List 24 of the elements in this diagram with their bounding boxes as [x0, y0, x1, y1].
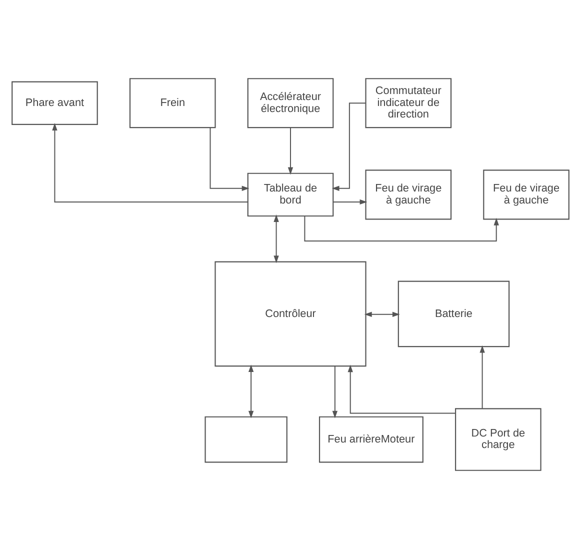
- node-box: Feu arrièreMoteur: [318, 416, 424, 462]
- arrow: [304, 215, 499, 241]
- arrow: [332, 198, 368, 204]
- arrow: [210, 126, 250, 190]
- node-box: Tableau de bord: [247, 172, 334, 216]
- node-box: DC Port de charge: [455, 408, 542, 470]
- node-box: Phare avant: [12, 80, 98, 124]
- node-box: Feu de virage à gauche: [483, 169, 570, 220]
- node-box: Contrôleur: [214, 260, 366, 366]
- node-box: [204, 416, 288, 462]
- arrow: [348, 364, 456, 414]
- node-box: Frein: [129, 78, 216, 128]
- arrow: [480, 344, 485, 408]
- arrow: [52, 122, 248, 202]
- arrow: [332, 102, 366, 190]
- arrow: [364, 311, 400, 316]
- arrow: [288, 126, 294, 174]
- arrow: [248, 364, 254, 418]
- node-box: Batterie: [398, 280, 510, 347]
- arrow: [274, 214, 279, 263]
- arrow: [332, 365, 338, 418]
- node-box: Feu de virage à gauche: [365, 169, 452, 220]
- node-box: Commutateur indicateur de direction: [365, 78, 452, 128]
- node-box: Accélérateur électronique: [247, 78, 334, 128]
